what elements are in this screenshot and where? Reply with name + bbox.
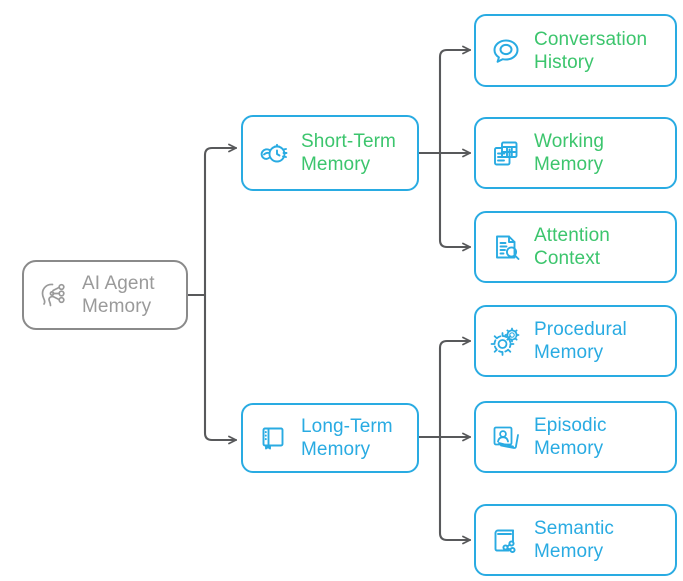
node-label-conversation-history: Conversation History [534,28,648,73]
node-short-term-memory[interactable]: Short-Term Memory [241,115,419,191]
gears-icon [487,322,525,360]
node-ai-agent-memory[interactable]: AI Agent Memory [22,260,188,330]
node-procedural-memory[interactable]: Procedural Memory [474,305,677,377]
node-label-episodic-memory: Episodic Memory [534,415,607,459]
photo-stack-person-icon [487,418,525,456]
edge-to-attention-context [438,151,472,252]
node-episodic-memory[interactable]: Episodic Memory [474,401,677,473]
speech-bubble-icon [487,32,525,70]
edge-to-conversation-history [438,45,472,155]
edge-root-to-long-term [203,293,238,445]
book-icon [254,419,292,457]
ai-brain-circuit-icon [35,276,73,314]
node-label-working-memory: Working Memory [534,131,605,175]
hand-stopwatch-icon [254,134,292,172]
document-magnifier-icon [487,228,525,266]
node-working-memory[interactable]: Working Memory [474,117,677,189]
node-label-semantic-memory: Semantic Memory [534,518,615,562]
node-label-long-term-memory: Long-Term Memory [301,416,393,460]
node-semantic-memory[interactable]: Semantic Memory [474,504,677,576]
edge-root-to-short-term [203,143,238,297]
node-label-procedural-memory: Procedural Memory [534,319,627,363]
node-label-ai-agent-memory: AI Agent Memory [82,273,155,317]
book-network-icon [487,521,525,559]
documents-grid-icon [487,134,525,172]
node-conversation-history[interactable]: Conversation History [474,14,677,87]
node-long-term-memory[interactable]: Long-Term Memory [241,403,419,473]
edge-to-procedural-memory [438,336,472,439]
node-label-attention-context: Attention Context [534,225,610,269]
node-label-short-term-memory: Short-Term Memory [301,131,396,175]
edge-to-semantic-memory [438,435,472,545]
node-attention-context[interactable]: Attention Context [474,211,677,283]
